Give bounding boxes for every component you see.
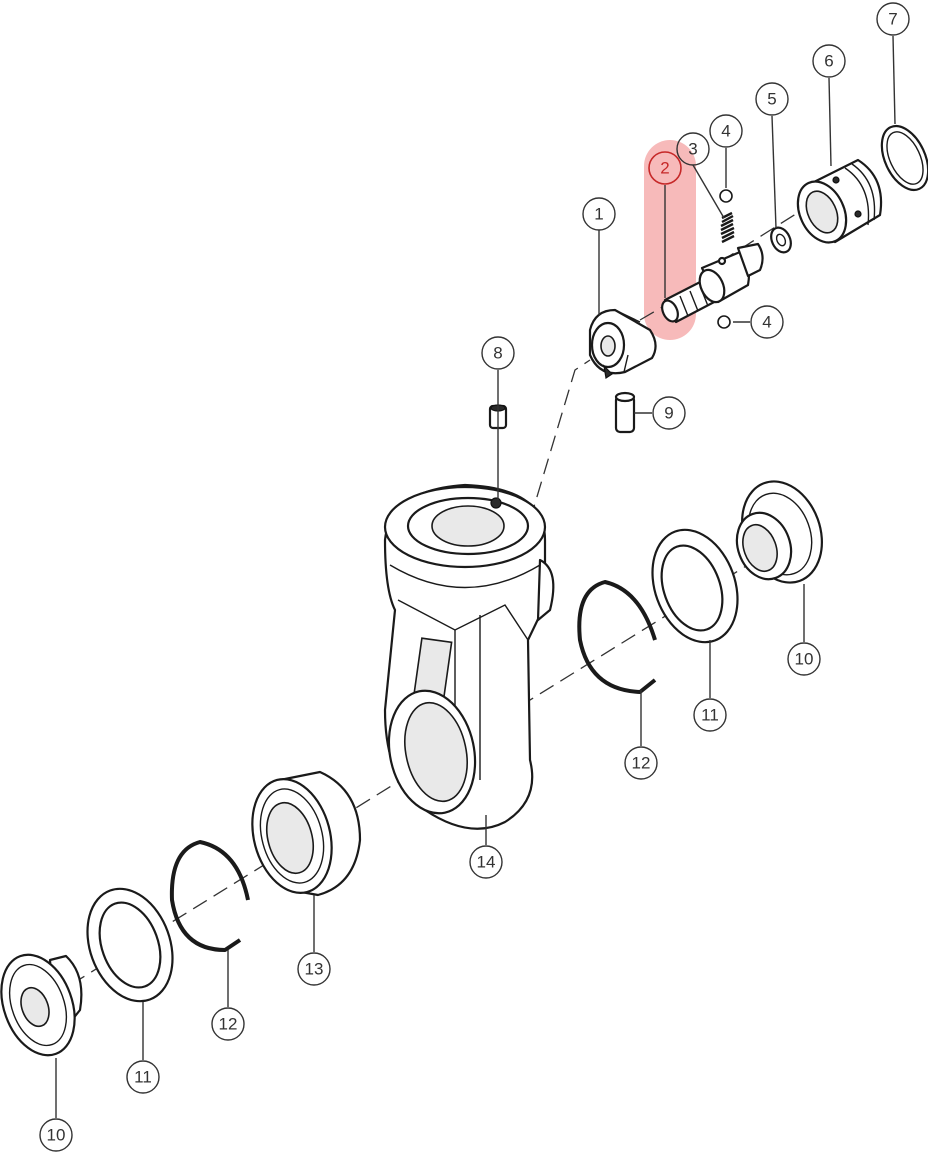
callout-8-label: 8 — [493, 344, 502, 363]
part-12-snap-ring-left — [169, 840, 250, 952]
callout-8: 8 — [481, 336, 515, 370]
callout-7: 7 — [876, 2, 910, 36]
callout-7-label: 7 — [888, 10, 897, 29]
callout-9-label: 9 — [664, 404, 673, 423]
callout-12-left-label: 12 — [219, 1015, 238, 1034]
part-4-ball-upper — [719, 189, 733, 203]
callout-14-label: 14 — [477, 853, 496, 872]
callout-2-label: 2 — [660, 159, 669, 178]
callout-13: 13 — [297, 952, 331, 986]
part-4-ball-lower — [717, 315, 731, 329]
part-13-bearing — [251, 770, 362, 897]
callout-4-upper-label: 4 — [721, 122, 730, 141]
callout-10-left-label: 10 — [47, 1126, 66, 1145]
part-2-stepped-pin — [661, 242, 764, 324]
callout-5-label: 5 — [767, 90, 776, 109]
callout-13-label: 13 — [305, 960, 324, 979]
part-10-flanged-bushing-right — [735, 480, 823, 584]
callout-10-left: 10 — [39, 1118, 73, 1152]
callout-10-right-label: 10 — [795, 650, 814, 669]
part-10-flanged-bushing-left — [0, 953, 83, 1057]
callout-1: 1 — [582, 197, 616, 231]
callout-5: 5 — [755, 82, 789, 116]
callout-14: 14 — [469, 845, 503, 879]
part-9-dowel-pin — [614, 391, 636, 434]
callout-12-right: 12 — [624, 746, 658, 780]
callout-11-right-label: 11 — [701, 706, 719, 725]
callout-12-right-label: 12 — [632, 754, 651, 773]
part-3-spring — [720, 211, 735, 244]
callout-1-label: 1 — [594, 205, 603, 224]
callout-11-left: 11 — [126, 1060, 160, 1094]
leader-lines — [55, 35, 896, 1118]
part-7-o-ring — [880, 124, 928, 192]
part-14-lever-body — [383, 483, 555, 830]
callout-4-upper: 4 — [709, 114, 743, 148]
part-12-snap-ring-right — [577, 580, 657, 694]
callout-3-label: 3 — [688, 140, 697, 159]
part-5-small-washer — [770, 226, 792, 254]
callout-12-left: 12 — [211, 1007, 245, 1041]
callout-11-right: 11 — [693, 698, 727, 732]
part-11-thrust-washer-right — [651, 528, 739, 644]
part-1-cam-block — [588, 308, 657, 380]
callout-2: 2 — [648, 151, 682, 185]
callout-11-left-label: 11 — [134, 1068, 152, 1087]
callout-6: 6 — [812, 44, 846, 78]
callout-10-right: 10 — [787, 642, 821, 676]
callout-3: 3 — [676, 132, 710, 166]
callout-4-lower: 4 — [750, 305, 784, 339]
callout-9: 9 — [652, 396, 686, 430]
callout-6-label: 6 — [824, 52, 833, 71]
part-11-thrust-washer-left — [86, 887, 174, 1003]
part-6-sleeve — [796, 158, 883, 244]
callout-4-lower-label: 4 — [762, 313, 771, 332]
